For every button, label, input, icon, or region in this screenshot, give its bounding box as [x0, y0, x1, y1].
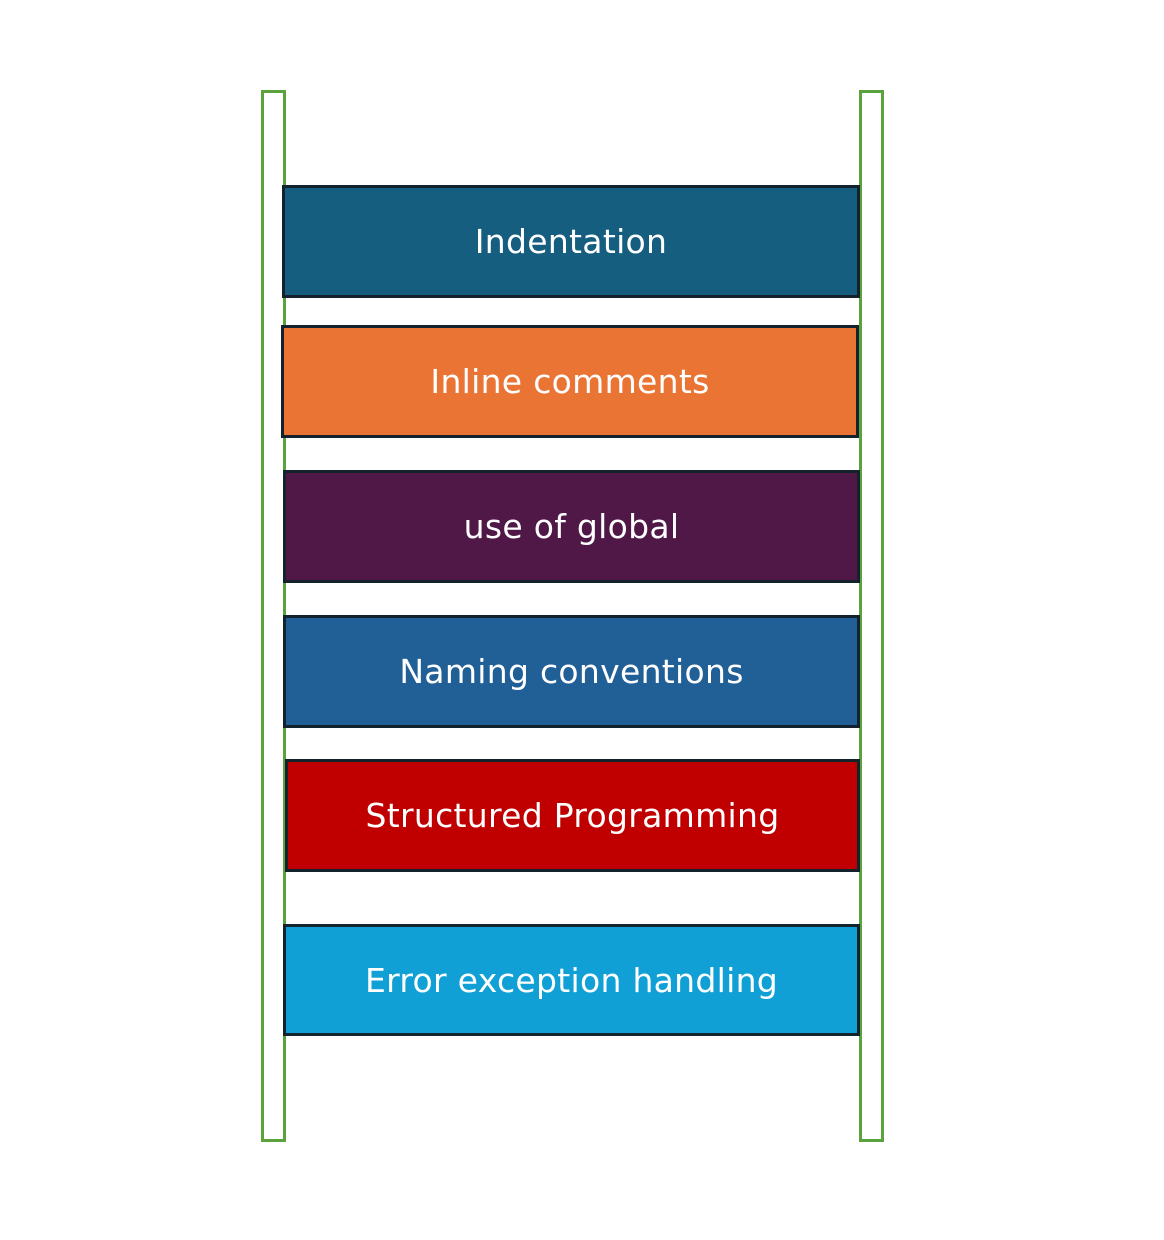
rung-indentation: Indentation — [282, 185, 860, 298]
rung-naming-conventions: Naming conventions — [283, 615, 860, 728]
rung-label: Naming conventions — [399, 652, 744, 691]
rung-label: Structured Programming — [365, 796, 780, 835]
rung-use-of-global: use of global — [283, 470, 860, 583]
rung-structured-programming: Structured Programming — [285, 759, 860, 872]
rung-label: Error exception handling — [364, 960, 779, 1000]
rung-inline-comments: Inline comments — [281, 325, 859, 438]
rung-label: Indentation — [474, 222, 668, 261]
rung-label: use of global — [463, 507, 680, 546]
ladder-rail-right — [859, 90, 884, 1142]
rung-error-exception-handling: Error exception handling — [283, 924, 860, 1036]
rung-label: Inline comments — [430, 362, 710, 401]
